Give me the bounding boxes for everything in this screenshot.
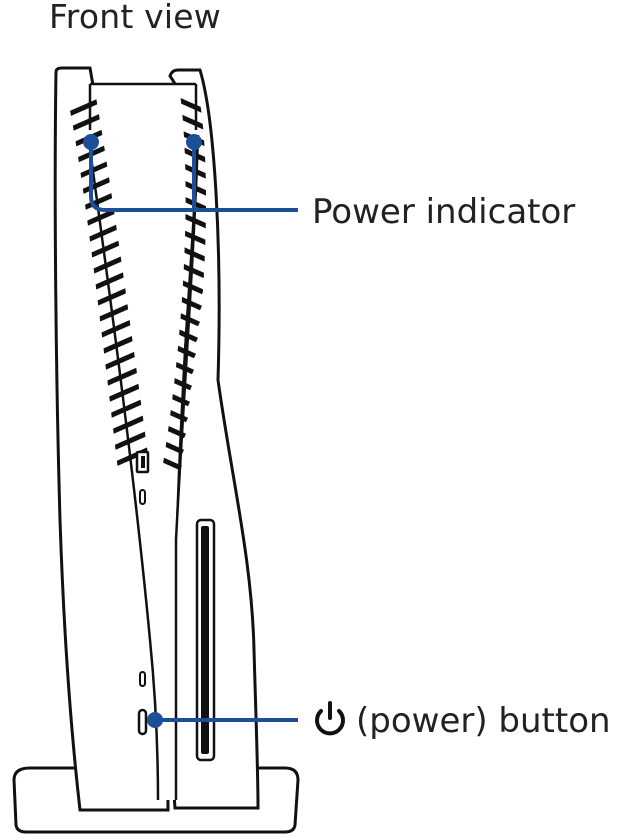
page-title: Front view: [49, 0, 221, 36]
power-button-callout: (power) button: [147, 701, 611, 741]
power-button[interactable]: [137, 708, 148, 736]
disc-slot: [195, 518, 216, 762]
power-button-dot: [147, 712, 163, 728]
power-button-label: (power) button: [356, 701, 611, 741]
power-indicator-callout: Power indicator: [83, 134, 575, 232]
power-indicator-left-dot: [83, 134, 99, 150]
power-icon: [315, 701, 345, 736]
front-usb-port: [135, 450, 150, 474]
front-usb-c-port: [139, 489, 146, 505]
power-indicator-right-dot: [186, 134, 202, 150]
eject-button[interactable]: [139, 671, 146, 687]
power-indicator-label: Power indicator: [312, 192, 575, 232]
top-cover: [88, 82, 198, 145]
